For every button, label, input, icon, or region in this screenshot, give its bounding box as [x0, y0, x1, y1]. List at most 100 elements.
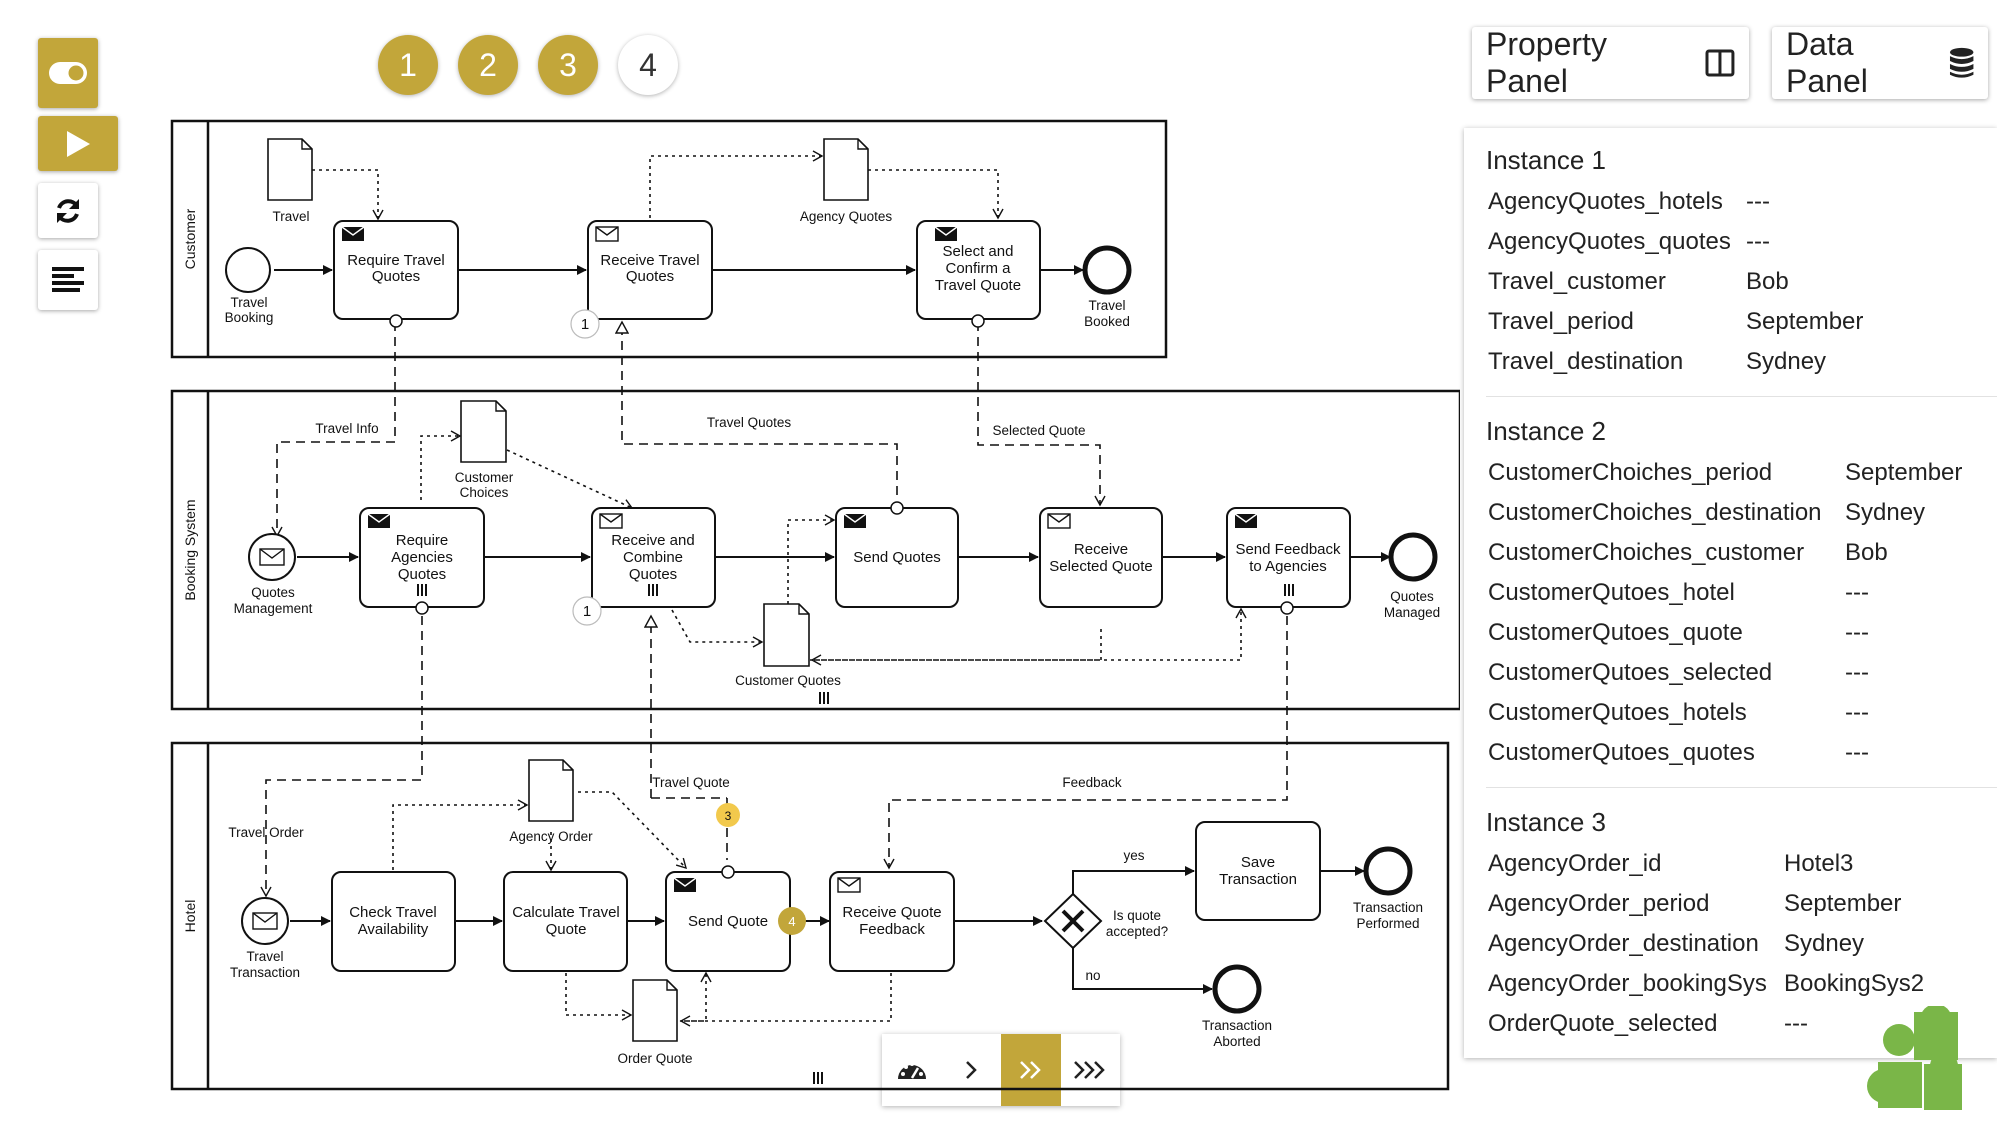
gateway-quote-accepted[interactable] — [1043, 892, 1103, 950]
data-object-order-quote[interactable] — [632, 979, 678, 1042]
task-label: Require Travel — [347, 252, 445, 269]
bpmn-diagram[interactable]: Customer Booking System Hotel — [0, 0, 1460, 1100]
data-panel-button[interactable]: Data Panel — [1772, 26, 1988, 99]
align-left-icon — [52, 267, 84, 292]
task-receive-combine-quotes[interactable] — [591, 507, 716, 608]
task-label: Travel Quote — [935, 277, 1021, 294]
lane-label-booking-system: Booking System — [182, 499, 198, 600]
flow-label: Travel Order — [228, 825, 304, 840]
data-object-agency-order[interactable] — [528, 759, 574, 822]
task-send-feedback[interactable] — [1226, 507, 1351, 608]
event-label: Booking — [225, 310, 274, 325]
task-receive-travel-quotes[interactable] — [587, 220, 713, 320]
property-panel-button[interactable]: Property Panel — [1472, 26, 1749, 99]
step-4-button[interactable]: 4 — [618, 35, 678, 95]
columns-icon — [1705, 49, 1735, 77]
step-2-button[interactable]: 2 — [458, 35, 518, 95]
instance-title: Instance 3 — [1486, 807, 1606, 837]
variable-row: CustomerQutoes_quote--- — [1488, 619, 1869, 646]
property-panel-label: Property Panel — [1486, 26, 1607, 99]
task-receive-feedback[interactable] — [829, 871, 955, 972]
task-send-quotes[interactable] — [835, 507, 959, 608]
task-label: Quotes — [626, 268, 674, 285]
task-check-availability[interactable] — [331, 871, 456, 972]
task-label: Receive Quote — [842, 904, 941, 921]
task-send-quote[interactable] — [665, 871, 791, 972]
play-icon — [67, 130, 90, 157]
badge-label: 1 — [581, 316, 589, 333]
end-event-transaction-performed[interactable] — [1363, 846, 1413, 896]
flow-label: yes — [1123, 848, 1144, 863]
end-event-travel-booked[interactable] — [1082, 245, 1132, 295]
data-panel[interactable]: Instance 1 AgencyQuotes_hotels--- Agency… — [1464, 128, 1997, 1058]
data-object-customer-choices[interactable] — [460, 400, 507, 463]
task-label: Quotes — [398, 566, 446, 583]
instance-title: Instance 2 — [1486, 416, 1606, 446]
toggle-button[interactable] — [38, 38, 98, 108]
start-event-travel-transaction[interactable] — [241, 897, 289, 945]
task-select-confirm-quote[interactable] — [916, 220, 1041, 320]
step-1-button[interactable]: 1 — [378, 35, 438, 95]
data-object-agency-quotes[interactable] — [823, 138, 869, 201]
task-label: Save — [1241, 854, 1275, 871]
receive-envelope-icon — [595, 226, 1071, 893]
task-receive-selected-quote[interactable] — [1039, 507, 1163, 608]
data-object-customer-quotes[interactable] — [763, 603, 810, 667]
event-label: Transaction — [1202, 1018, 1272, 1033]
task-label: to Agencies — [1249, 558, 1327, 575]
data-object-label: Agency Quotes — [800, 209, 893, 224]
flow-label: Travel Info — [315, 421, 378, 436]
flow-label: Selected Quote — [992, 423, 1085, 438]
pool-booking-system[interactable] — [170, 389, 1460, 711]
fast-forward-button[interactable] — [1001, 1034, 1061, 1106]
data-object-label: Agency Order — [509, 829, 593, 844]
align-left-button[interactable] — [38, 250, 98, 310]
variable-row: AgencyQuotes_hotels--- — [1488, 188, 1770, 215]
pool-customer[interactable] — [170, 119, 1168, 359]
step-forward-button[interactable] — [942, 1034, 1002, 1106]
badge-label: 1 — [583, 603, 591, 620]
badge-booking-1 — [572, 596, 602, 626]
speed-button[interactable] — [882, 1034, 942, 1106]
simulation-player — [882, 1034, 1120, 1106]
pool-hotel[interactable] — [170, 741, 1450, 1091]
start-event-quotes-management[interactable] — [248, 533, 296, 581]
task-require-agencies-quotes[interactable] — [359, 507, 485, 608]
end-event-transaction-aborted[interactable] — [1212, 964, 1262, 1014]
refresh-icon — [57, 198, 79, 223]
step-3-button[interactable]: 3 — [538, 35, 598, 95]
end-event-quotes-managed[interactable] — [1388, 532, 1438, 582]
event-label: Quotes — [251, 585, 295, 600]
data-object-travel[interactable] — [267, 138, 313, 201]
play-button[interactable] — [38, 116, 118, 171]
multi-instance-marker — [417, 584, 1294, 1084]
event-label: Booked — [1084, 314, 1130, 329]
task-label: Confirm a — [945, 260, 1011, 277]
task-save-transaction[interactable] — [1195, 821, 1321, 921]
badge-hotel-4 — [778, 907, 806, 935]
task-label: Quotes — [629, 566, 677, 583]
chevron-right-icon — [966, 1061, 978, 1079]
refresh-button[interactable] — [38, 183, 98, 238]
task-label: Agencies — [391, 549, 453, 566]
envelope-icon — [252, 548, 285, 930]
task-label: Calculate Travel — [512, 904, 620, 921]
task-label: Receive Travel — [600, 252, 699, 269]
flow-label: Travel Quote — [652, 775, 730, 790]
task-calculate-quote[interactable] — [503, 871, 628, 972]
task-require-travel-quotes[interactable] — [333, 220, 459, 320]
data-object-label: Customer — [455, 470, 514, 485]
start-event-travel-booking[interactable] — [225, 247, 271, 293]
skip-to-end-button[interactable] — [1061, 1034, 1121, 1106]
task-label: Selected Quote — [1049, 558, 1152, 575]
triple-chevron-right-icon — [1074, 1061, 1106, 1079]
event-label: Managed — [1384, 605, 1440, 620]
